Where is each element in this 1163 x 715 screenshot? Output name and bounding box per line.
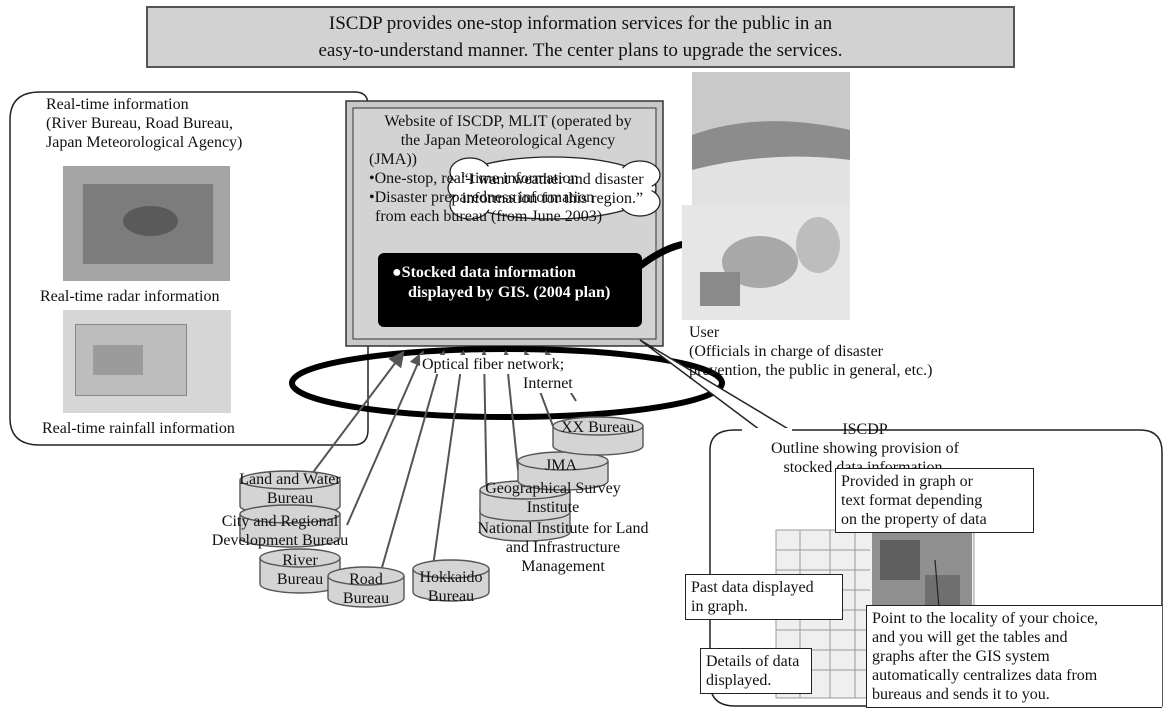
realtime-title-line-3: Japan Meteorological Agency) bbox=[46, 134, 243, 151]
bureau-cylinders bbox=[239, 416, 644, 608]
website-line-5: •Disaster preparedness information bbox=[369, 189, 595, 206]
optical-fiber-ellipse bbox=[289, 346, 725, 420]
radar-caption: Real-time radar information bbox=[40, 288, 220, 305]
website-line-2: the Japan Meteorological Agency bbox=[400, 132, 616, 149]
outline-title-line-2: Outline showing provision of bbox=[771, 440, 959, 457]
banner-line-1: ISCDP provides one-stop information serv… bbox=[328, 13, 833, 34]
stocked-data-box: ●Stocked data information displayed by G… bbox=[378, 253, 642, 327]
user-line-1: User bbox=[689, 324, 720, 341]
past-note-line-2: in graph. bbox=[691, 598, 748, 615]
thought-cloud bbox=[447, 156, 793, 242]
outline-title-line-1: ISCDP bbox=[842, 421, 888, 438]
summary-banner: ISCDP provides one-stop information serv… bbox=[146, 6, 1015, 68]
past-data-note: Past data displayed in graph. bbox=[685, 574, 843, 620]
rainfall-caption: Real-time rainfall information bbox=[42, 420, 235, 437]
bureau-xx: XX Bureau bbox=[561, 419, 635, 436]
bureau-gsi-line-1: Geographical Survey bbox=[485, 480, 621, 497]
thought-line-2: information for this region.” bbox=[461, 190, 644, 207]
bureau-land-line-2: Bureau bbox=[266, 490, 314, 507]
realtime-title: Real-time information (River Bureau, Roa… bbox=[46, 95, 242, 152]
bureau-road-line-2: Bureau bbox=[342, 590, 390, 607]
bureau-city-line-1: City and Regional bbox=[221, 513, 339, 530]
stocked-line-1: ●Stocked data information bbox=[392, 264, 576, 281]
bureau-hokkaido-line-2: Bureau bbox=[427, 588, 475, 605]
bureau-road: Road Bureau bbox=[330, 570, 402, 608]
point-note-line-3: graphs after the GIS system bbox=[872, 648, 1050, 665]
bureau-city: City and Regional Development Bureau bbox=[190, 512, 370, 550]
graph-note-line-1: Provided in graph or bbox=[841, 473, 973, 490]
stocked-line-2: displayed by GIS. (2004 plan) bbox=[408, 284, 611, 301]
website-description: Website of ISCDP, MLIT (operated by the … bbox=[363, 112, 653, 226]
network-label-2: Internet bbox=[521, 374, 575, 393]
graph-note-line-2: text format depending bbox=[841, 492, 983, 509]
graph-note-line-3: on the property of data bbox=[841, 511, 987, 528]
bureau-river-line-2: Bureau bbox=[276, 571, 324, 588]
bureau-land-line-1: Land and Water bbox=[239, 471, 341, 488]
bureau-river-line-1: River bbox=[282, 552, 318, 569]
bureau-road-line-1: Road bbox=[349, 571, 383, 588]
user-line-3: prevention, the public in general, etc.) bbox=[689, 362, 933, 379]
point-note-line-4: automatically centralizes data from bbox=[872, 667, 1098, 684]
point-note-line-5: bureaus and sends it to you. bbox=[872, 686, 1050, 703]
bureau-nilim-line-2: and Infrastructure bbox=[505, 539, 621, 556]
website-line-6: from each bureau (from June 2003) bbox=[375, 208, 603, 225]
website-line-3: (JMA)) bbox=[369, 151, 417, 168]
bureau-city-line-2: Development Bureau bbox=[211, 532, 349, 549]
details-note: Details of data displayed. bbox=[700, 648, 812, 694]
radar-screenshot bbox=[63, 166, 230, 281]
bureau-nilim: National Institute for Land and Infrastr… bbox=[451, 519, 675, 576]
realtime-title-line-2: (River Bureau, Road Bureau, bbox=[46, 115, 234, 132]
bureau-nilim-line-3: Management bbox=[521, 558, 605, 575]
rainfall-screenshot bbox=[63, 310, 231, 413]
website-line-4: •One-stop, real-time information bbox=[369, 170, 579, 187]
details-note-line-2: displayed. bbox=[706, 672, 772, 689]
past-note-line-1: Past data displayed bbox=[691, 579, 814, 596]
point-locality-note: Point to the locality of your choice, an… bbox=[866, 605, 1162, 708]
point-note-line-1: Point to the locality of your choice, bbox=[872, 610, 1099, 627]
banner-line-2: easy-to-understand manner. The center pl… bbox=[318, 40, 843, 61]
details-note-line-1: Details of data bbox=[706, 653, 800, 670]
bureau-land-water: Land and Water Bureau bbox=[215, 470, 365, 508]
thought-line-1: “I want weather and disaster bbox=[461, 171, 644, 188]
point-note-line-2: and you will get the tables and bbox=[872, 629, 1068, 646]
thought-text: “I want weather and disaster information… bbox=[450, 170, 655, 208]
realtime-title-line-1: Real-time information bbox=[46, 96, 189, 113]
bureau-jma: JMA bbox=[545, 457, 578, 474]
bureau-hokkaido-line-1: Hokkaido bbox=[419, 569, 483, 586]
user-line-2: (Officials in charge of disaster bbox=[689, 343, 884, 360]
bureau-river: River Bureau bbox=[261, 551, 339, 589]
bureau-gsi-line-2: Institute bbox=[526, 499, 580, 516]
bureau-hokkaido: Hokkaido Bureau bbox=[412, 568, 490, 606]
website-line-1: Website of ISCDP, MLIT (operated by bbox=[384, 113, 632, 130]
graph-format-note: Provided in graph or text format dependi… bbox=[835, 468, 1034, 533]
bureau-nilim-line-1: National Institute for Land bbox=[477, 520, 649, 537]
network-label-1: Optical fiber network; bbox=[420, 355, 567, 374]
bureau-gsi: Geographical Survey Institute bbox=[478, 479, 628, 517]
user-description: User (Officials in charge of disaster pr… bbox=[689, 323, 932, 380]
